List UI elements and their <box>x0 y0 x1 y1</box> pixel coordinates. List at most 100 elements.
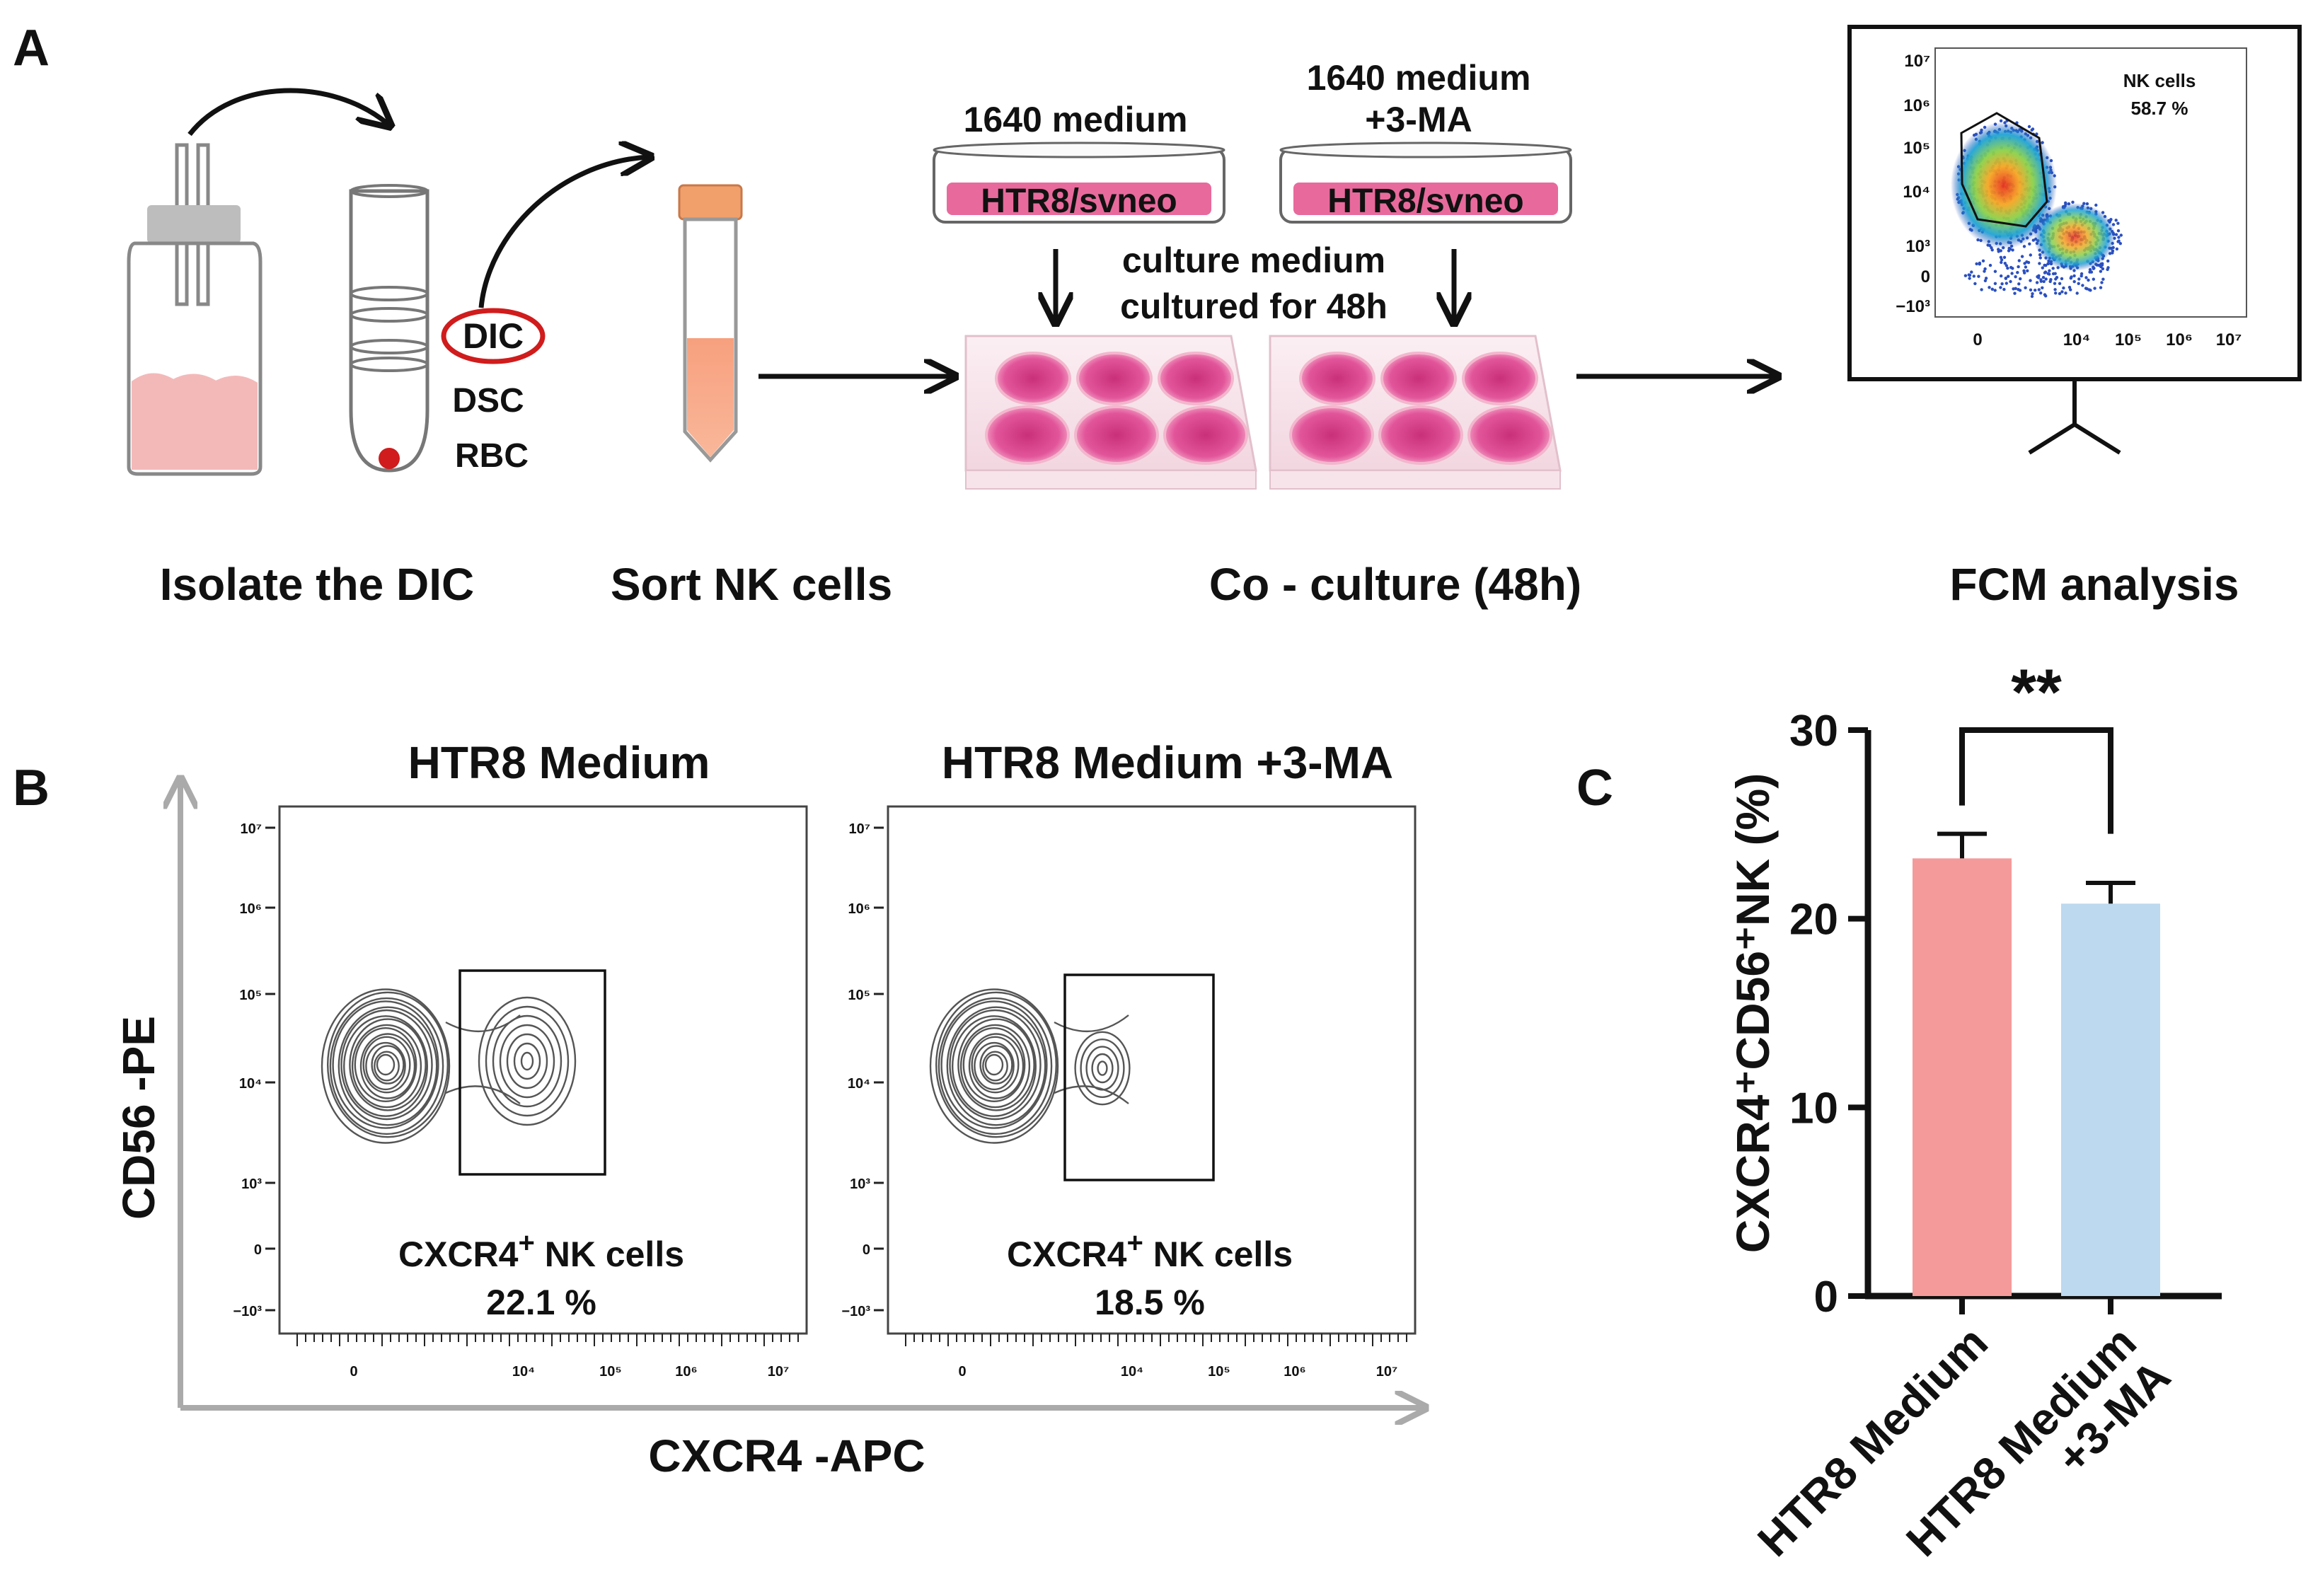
monitor-point <box>2067 286 2072 289</box>
monitor-y-tick-label: 10⁷ <box>1904 52 1930 71</box>
monitor-point <box>2007 274 2010 278</box>
monitor-point <box>2046 272 2050 275</box>
gate-label-suffix: NK cells <box>1143 1234 1293 1274</box>
monitor-point <box>1983 279 1988 282</box>
contour-line-main <box>340 1009 433 1121</box>
contour-line-gated <box>1091 1053 1114 1084</box>
contour-line-main <box>949 1009 1042 1121</box>
monitor-point <box>1968 273 1972 277</box>
contour-line-main <box>935 991 1057 1138</box>
monitor-gate-value: 58.7 % <box>2131 98 2188 119</box>
gradient-label-dic: DIC <box>463 316 524 356</box>
step-label-coculture: Co - culture (48h) <box>1209 559 1581 610</box>
contour-line-main <box>343 1015 429 1117</box>
monitor-point <box>2010 272 2014 275</box>
y-axis-label: CD56 -PE <box>113 1016 164 1220</box>
monitor-point <box>1963 274 1968 277</box>
monitor-point <box>2053 288 2057 291</box>
monitor-gate-label: NK cells <box>2123 70 2196 91</box>
monitor-point <box>2029 253 2032 257</box>
monitor-x-tick-label: 10⁵ <box>2115 330 2142 349</box>
monitor-point <box>2118 242 2122 245</box>
monitor-point <box>2106 267 2109 272</box>
arrow-tube-to-nk <box>478 157 647 308</box>
contour-line-main <box>968 1033 1025 1099</box>
flow-x-tick-label: 0 <box>350 1364 357 1380</box>
monitor-point <box>2116 229 2121 233</box>
monitor-point <box>2041 286 2044 289</box>
gate-label-sup: + <box>518 1227 534 1259</box>
significance-bracket <box>1959 727 2113 834</box>
gate-label-sup: + <box>1126 1227 1143 1259</box>
monitor-point <box>2071 200 2075 204</box>
contour-line-gated <box>513 1042 541 1080</box>
monitor-point <box>2000 274 2003 278</box>
monitor-point <box>2029 288 2033 291</box>
flow-x-tick-label: 10⁷ <box>768 1364 790 1380</box>
contour-bridge <box>1054 1014 1129 1033</box>
monitor-point <box>2092 277 2095 281</box>
monitor-point <box>2038 262 2041 265</box>
flow-y-tick-label: 10⁷ <box>849 821 871 837</box>
monitor-point <box>2099 286 2103 289</box>
monitor-point <box>2051 267 2055 270</box>
monitor-point <box>2026 260 2031 265</box>
contour-line-main <box>365 1041 406 1091</box>
monitor-point <box>2003 262 2007 265</box>
monitor-point <box>2039 278 2043 282</box>
flow-x-tick-label: 10⁴ <box>512 1364 535 1380</box>
gate-label-suffix: NK cells <box>535 1234 684 1274</box>
cxcr4-gate <box>458 969 606 1176</box>
contour-line-main <box>957 1018 1035 1111</box>
monitor-point <box>2072 279 2076 284</box>
nk-cell-tube-icon <box>678 184 743 463</box>
contour-line-main <box>359 1033 416 1099</box>
monitor-point <box>2114 219 2118 222</box>
monitor-point <box>2023 262 2026 265</box>
monitor-point <box>1970 270 1973 274</box>
monitor-point <box>2000 260 2003 265</box>
monitor-y-tick-label: −10³ <box>1896 297 1930 316</box>
monitor-point <box>2075 291 2079 295</box>
monitor-point <box>2116 240 2120 243</box>
gate-label: CXCR4+ NK cells <box>1007 1227 1293 1274</box>
monitor-point <box>1999 119 2003 122</box>
monitor-x-tick-label: 10⁶ <box>2166 330 2193 349</box>
dish-1-icon <box>933 141 1225 224</box>
monitor-point <box>2019 277 2022 281</box>
bar <box>2061 903 2160 1296</box>
monitor-point <box>2044 277 2048 281</box>
contour-line-gated <box>1085 1046 1119 1091</box>
monitor-point <box>2034 289 2037 292</box>
significance-marker: ** <box>2011 657 2062 729</box>
contour-line-main <box>979 1045 1013 1085</box>
monitor-y-tick-label: 0 <box>1921 267 1930 287</box>
cxcr4-gate <box>1063 973 1215 1181</box>
contour-line-main <box>982 1051 1008 1082</box>
monitor-point <box>2039 291 2043 295</box>
monitor-y-tick-label: 10⁵ <box>1903 139 1930 158</box>
monitor-point <box>2002 287 2006 291</box>
monitor-point <box>2099 270 2103 273</box>
contour-line-main <box>938 997 1053 1135</box>
monitor-y-tick-label: 10⁶ <box>1903 96 1930 115</box>
step-label-sort: Sort NK cells <box>611 559 892 610</box>
monitor-point <box>2100 263 2104 267</box>
gate-label-marker: CXCR4 <box>398 1234 519 1274</box>
flow-x-tick-label: 10⁷ <box>1376 1364 1398 1380</box>
monitor-point <box>1968 277 1971 280</box>
contour-line-main <box>329 997 444 1135</box>
flow-y-tick-label: 10³ <box>850 1176 870 1192</box>
monitor-point <box>1993 282 1997 285</box>
monitor-point <box>2058 282 2062 285</box>
contour-line-main <box>946 1006 1046 1126</box>
contour-line-main <box>338 1006 438 1126</box>
contour-line-main <box>362 1036 411 1094</box>
monitor-point <box>2035 281 2039 284</box>
monitor-point <box>2100 281 2104 284</box>
bar-y-tick-label: 0 <box>1814 1273 1838 1322</box>
